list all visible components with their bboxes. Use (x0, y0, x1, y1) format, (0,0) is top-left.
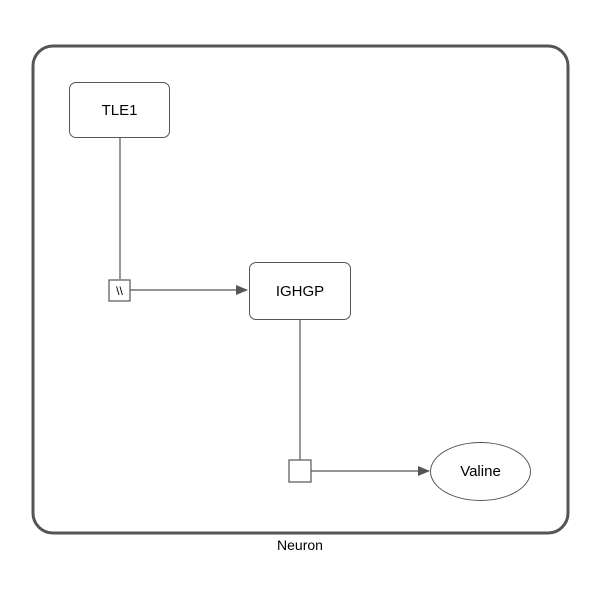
neuron-compartment-label: Neuron (277, 537, 323, 553)
neuron-compartment (31, 44, 570, 535)
tle1-label: TLE1 (101, 101, 138, 119)
inhibition-process-symbol: \\ (116, 284, 123, 298)
ighgp-node[interactable]: IGHGP (249, 262, 351, 320)
tle1-node[interactable]: TLE1 (69, 82, 170, 138)
ighgp-label: IGHGP (275, 282, 325, 300)
conversion-process-glyph[interactable] (288, 459, 312, 483)
valine-node[interactable]: Valine (430, 442, 531, 501)
valine-label: Valine (460, 463, 501, 480)
